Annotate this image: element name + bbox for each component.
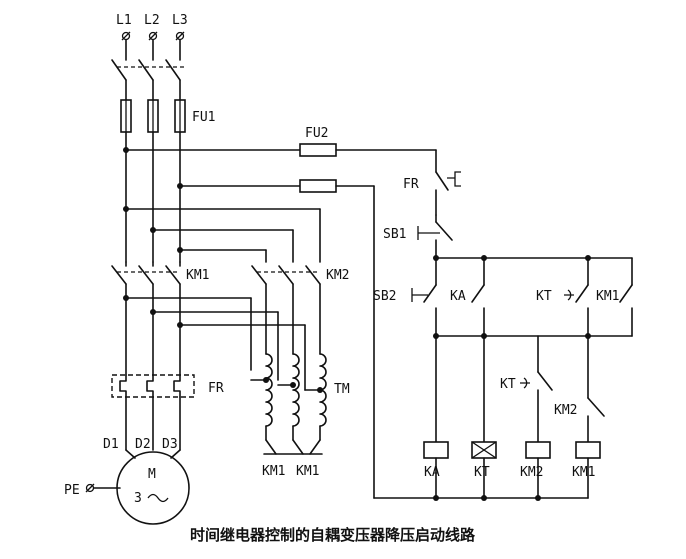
label-tm-bottom-km1-1: KM1: [262, 464, 285, 479]
coil-ka: [423, 441, 449, 459]
label-fr-ctrl: FR: [403, 177, 419, 192]
label-km2-main: KM2: [326, 268, 349, 283]
label-coil-ka: KA: [424, 465, 440, 480]
fuse-fu1: [120, 99, 186, 133]
label-coil-kt: KT: [474, 465, 490, 480]
label-kt-contact-top: KT: [536, 289, 552, 304]
label-kt-contact-mid: KT: [500, 377, 516, 392]
kt-contact-top: [564, 257, 589, 337]
ka-contact: [471, 257, 485, 443]
bottom-junctions: [433, 495, 541, 501]
label-l2: L2: [144, 13, 160, 28]
motor-m: M 3: [116, 449, 190, 525]
coil-km2: [525, 441, 551, 459]
label-d3: D3: [162, 437, 178, 452]
label-d2: D2: [135, 437, 151, 452]
label-l3: L3: [172, 13, 188, 28]
fr-nc-contact: [435, 149, 461, 216]
fuse-fu2-top: [299, 143, 337, 157]
label-sb2: SB2: [373, 289, 396, 304]
sb1-stop-button: [417, 214, 453, 259]
thermal-relay-fr-main: [111, 374, 195, 451]
km1-main-contacts: [111, 261, 181, 376]
label-fr-main: FR: [208, 381, 224, 396]
label-motor-m: M: [148, 467, 156, 482]
label-fu1: FU1: [192, 110, 215, 125]
fuse-fu2-bottom: [299, 179, 337, 193]
label-coil-km1: KM1: [572, 465, 595, 480]
label-km1-main: KM1: [186, 268, 209, 283]
label-motor-phase: 3: [134, 491, 142, 506]
label-tm: TM: [334, 382, 350, 397]
label-pe: PE: [64, 483, 80, 498]
label-l1: L1: [116, 13, 132, 28]
label-ka-contact: KA: [450, 289, 466, 304]
km1-contact-top: [587, 257, 633, 337]
km1-star-contacts: [263, 439, 323, 455]
tm-tap-connections: [123, 295, 323, 393]
sb2-start-button: [411, 257, 437, 443]
coils: [423, 441, 601, 499]
km2-main-contacts: [251, 265, 321, 355]
label-d1: D1: [103, 437, 119, 452]
coil-km1: [575, 441, 601, 459]
label-km1-contact-top: KM1: [596, 289, 619, 304]
label-fu2: FU2: [305, 126, 328, 141]
diagram-title: 时间继电器控制的自耦变压器降压启动线路: [190, 526, 476, 544]
main-conductors: [111, 39, 185, 101]
label-km2-contact: KM2: [554, 403, 577, 418]
label-sb1: SB1: [383, 227, 406, 242]
kt-contact-mid: [520, 335, 553, 443]
km2-nc-contact: [587, 335, 605, 443]
main-conductors-lower: [125, 131, 181, 263]
label-coil-km2: KM2: [520, 465, 543, 480]
branch-lines: [125, 208, 321, 263]
label-tm-bottom-km1-2: KM1: [296, 464, 319, 479]
phase-terminals: [121, 31, 185, 41]
autotransformer-tm: [265, 353, 327, 441]
